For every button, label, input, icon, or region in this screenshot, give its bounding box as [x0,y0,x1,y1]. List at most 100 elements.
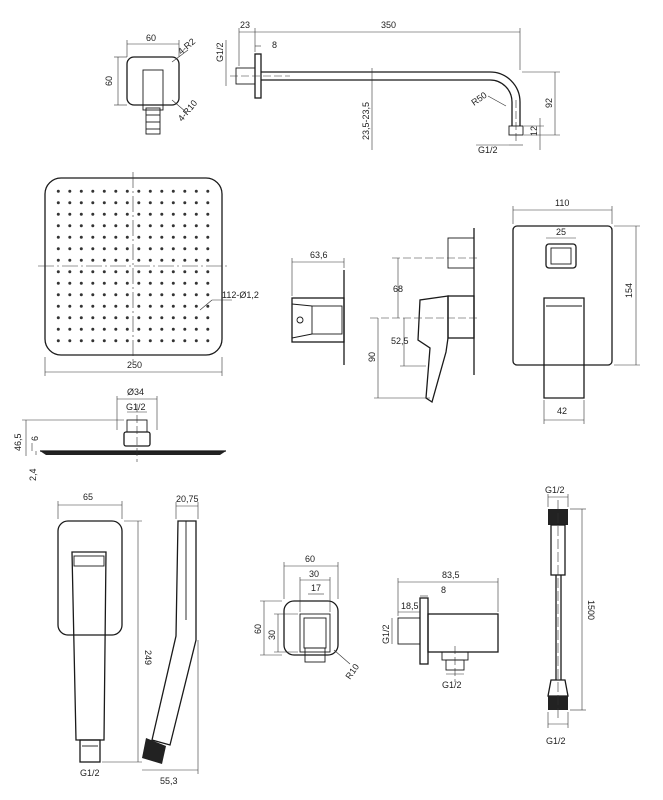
nozzle-dot [56,281,60,285]
nozzle-dot [183,224,187,228]
nozzle-dot [91,235,95,239]
nozzle-dot [79,327,83,331]
nozzle-dot [91,281,95,285]
nozzle-dot [102,281,106,285]
nozzle-dot [102,293,106,297]
elbow-outlet-width-label: 17 [311,583,321,593]
nozzle-dot [160,247,164,251]
elbow-width-label: 60 [305,554,315,564]
nozzle-dot [125,316,129,320]
nozzle-dot [194,339,198,343]
hand-shower-front-view [57,501,142,763]
nozzle-dot [171,270,175,274]
nozzle-dot [160,270,164,274]
hose-length-label: 1500 [586,600,596,620]
nozzle-dot [160,258,164,262]
nozzle-dot [171,189,175,193]
nozzle-dot [79,270,83,274]
nozzle-dot [160,304,164,308]
nozzle-dot [137,189,141,193]
nozzle-dot [79,212,83,216]
nozzle-dot [79,304,83,308]
nozzle-dot [56,212,60,216]
nozzle-dot [171,247,175,251]
nozzle-dot [183,247,187,251]
nozzle-dot [206,247,210,251]
nozzle-dot [206,224,210,228]
elbow-outlet-thread-label: G1/2 [442,680,462,690]
nozzle-dot [56,316,60,320]
nozzle-dot [91,258,95,262]
nozzle-dot [102,247,106,251]
nozzle-dot [68,258,72,262]
nozzle-dot [160,339,164,343]
wall-elbow-side-view [391,578,499,682]
flange-width-label: 60 [146,33,156,43]
nozzle-dot [114,281,118,285]
nozzle-dot [206,293,210,297]
nozzle-grid [56,189,210,343]
nozzle-dot [160,293,164,297]
nozzle-dot [68,212,72,216]
nozzle-dot [68,304,72,308]
nozzle-dot [137,270,141,274]
valve-front-view [512,206,640,424]
nozzle-dot [183,293,187,297]
nozzle-dot [148,258,152,262]
nozzle-dot [56,293,60,297]
nozzle-dot [160,212,164,216]
nozzle-dot [137,293,141,297]
head-thread-label: G1/2 [126,402,146,412]
nozzle-dot [125,327,129,331]
nozzle-dot [114,247,118,251]
nozzle-dot [148,327,152,331]
arm-tip-label: 12 [529,126,539,136]
arm-bend-radius-label: R50 [469,90,488,108]
elbow-radius-label: R10 [343,662,361,681]
valve-front-width-label: 110 [555,198,569,208]
nozzle-dot [148,316,152,320]
valve-handle-width-label: 42 [557,406,567,416]
nozzle-dot [148,293,152,297]
nozzle-dot [194,327,198,331]
nozzle-dot [56,235,60,239]
nozzle-dot [125,270,129,274]
nozzle-dot [91,247,95,251]
nozzle-dot [194,258,198,262]
nozzle-dot [79,235,83,239]
nozzle-dot [171,304,175,308]
valve-handle-drop-label: 90 [367,352,377,362]
shower-head-top-view [38,172,232,376]
nozzle-dot [171,258,175,262]
nozzle-dot [148,212,152,216]
valve-upper-offset-label: 68 [393,284,403,294]
nozzle-dot [137,316,141,320]
nozzle-dot [114,304,118,308]
nozzle-dot [91,201,95,205]
nozzle-dot [148,281,152,285]
nozzle-dot [91,304,95,308]
nozzle-dot [114,212,118,216]
nozzle-dot [102,304,106,308]
nozzle-dot [148,304,152,308]
nozzle-dot [160,235,164,239]
nozzle-dot [91,293,95,297]
nozzle-dot [148,235,152,239]
nozzle-dot [183,339,187,343]
nozzle-dot [91,339,95,343]
nozzle-dot [183,327,187,331]
shower-arm [225,28,560,150]
nozzle-dot [137,327,141,331]
nozzle-dot [91,189,95,193]
shower-head-side-view [22,396,226,462]
nozzle-dot [102,189,106,193]
valve-side-view [291,258,345,365]
nozzle-dot [194,304,198,308]
nozzle-dot [183,201,187,205]
nozzle-dot [137,339,141,343]
nozzle-dot [183,258,187,262]
nozzle-dot [56,224,60,228]
nozzle-dot [183,212,187,216]
valve-handle-offset-label: 52,5 [391,336,409,346]
